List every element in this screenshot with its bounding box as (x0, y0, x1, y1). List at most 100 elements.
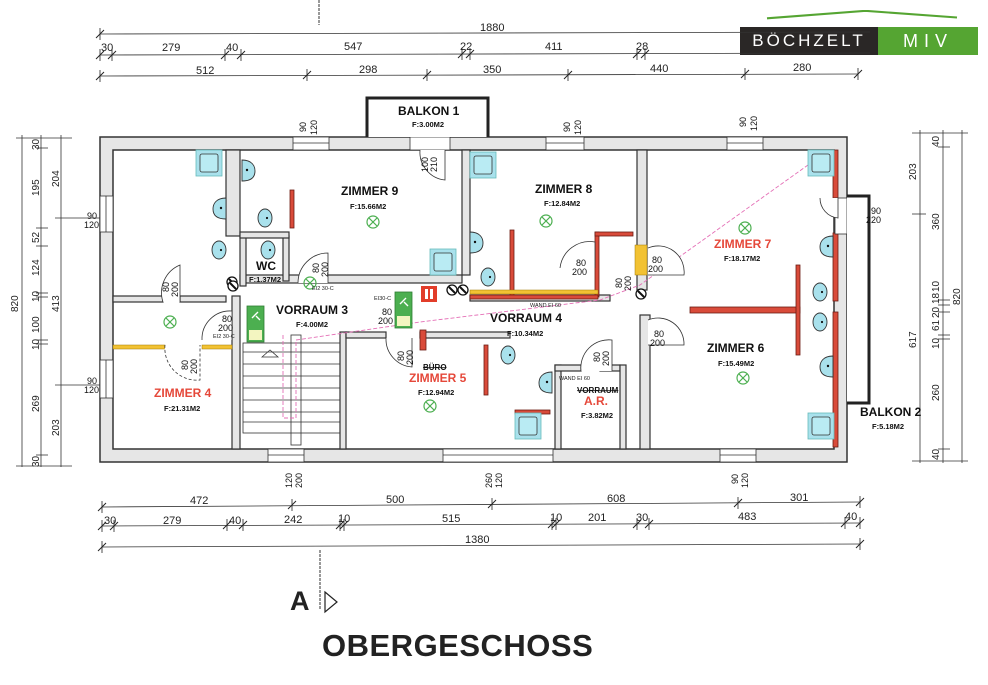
yellow-walls (112, 244, 648, 350)
toilet-icon (257, 208, 273, 228)
room-name: ZIMMER 6 (707, 341, 765, 355)
dim-right-b1: 203 (908, 163, 919, 180)
dim-top-11: 440 (650, 63, 668, 75)
toilet-icon (260, 240, 276, 260)
dim-bottom-11: 10 (550, 512, 562, 524)
dim-bottom-12: 201 (588, 512, 606, 524)
shower-icon (807, 149, 835, 177)
dim-right-b2: 617 (908, 331, 919, 348)
dim-right-a3: 10 (931, 280, 942, 292)
dim-left-a4: 124 (31, 259, 42, 276)
door-width: 80 (396, 351, 406, 361)
door-width: 80 (576, 258, 586, 268)
toilet-icon (812, 312, 828, 332)
door-height: 200 (320, 262, 330, 277)
room-zimmer-5: BÜRO ZIMMER 5 F:12.94M2 (409, 363, 467, 397)
interior-walls (112, 149, 651, 450)
dim-bottom-3: 608 (607, 493, 625, 505)
toilet-icon (211, 240, 227, 260)
ceiling-light-icon (738, 221, 752, 235)
dimensions-right: 203 617 40 360 10 18 20 61 10 260 40 820 (908, 130, 968, 463)
room-name: BALKON 1 (398, 104, 460, 118)
ceiling-light-icon (163, 315, 177, 329)
window-height: 120 (309, 120, 319, 135)
dim-top-8: 512 (196, 65, 214, 77)
fire-extinguisher-icon (421, 286, 437, 302)
dim-right-overall: 820 (952, 288, 963, 305)
dimensions-top: 1880 30 279 40 547 22 411 28 512 298 350… (95, 0, 871, 83)
ceiling-light-icon (539, 214, 553, 228)
shower-icon (514, 412, 542, 440)
dim-bottom-13: 30 (636, 512, 648, 524)
staircase (242, 334, 341, 446)
window-height: 120 (84, 385, 99, 395)
room-name: VORRAUM 4 (490, 311, 562, 325)
ceiling-light-icon (423, 399, 437, 413)
wall-rating: WAND EI 60 (530, 303, 561, 309)
emergency-exit-sign-icon (246, 291, 413, 343)
room-name: ZIMMER 4 (154, 386, 212, 400)
shower-icon (807, 412, 835, 440)
door-width: 80 (382, 307, 392, 317)
door-height: 200 (572, 267, 587, 277)
dim-bottom-14: 483 (738, 511, 756, 523)
window-width: 120 (284, 473, 294, 488)
dim-top-7: 28 (636, 41, 648, 53)
dim-right-a9: 40 (931, 448, 942, 460)
dim-top-4: 547 (344, 41, 362, 53)
window-height: 200 (294, 473, 304, 488)
dim-left-a6: 100 (31, 316, 42, 333)
room-zimmer-4: ZIMMER 4 F:21.31M2 (154, 386, 212, 413)
window-width: 90 (87, 376, 97, 386)
dim-bottom-4: 301 (790, 492, 808, 504)
window-width: 90 (298, 122, 308, 132)
dim-bottom-overall: 1380 (465, 534, 489, 546)
room-area: F:15.66M2 (350, 202, 386, 211)
room-zimmer-9: ZIMMER 9 F:15.66M2 (341, 184, 399, 211)
door-width: 80 (161, 282, 171, 292)
sink-icon (538, 371, 553, 394)
fire-door-rating: EI30-C (374, 296, 391, 302)
exterior-walls (99, 136, 848, 463)
window-width: 260 (484, 473, 494, 488)
wall-rating: WAND EI 60 (559, 376, 590, 382)
door-width: 80 (592, 352, 602, 362)
shower-icon (429, 248, 457, 276)
room-former-name: VORRAUM (577, 386, 619, 395)
sink-icon (241, 159, 256, 182)
door-width: 80 (652, 255, 662, 265)
room-name: BALKON 2 (860, 405, 922, 419)
room-wc: WC F:1.37M2 (249, 259, 281, 284)
door-height: 210 (429, 157, 439, 172)
shower-icon (469, 151, 497, 179)
dim-left-overall: 820 (10, 295, 21, 312)
sink-icon (212, 197, 227, 220)
window-width: 90 (562, 122, 572, 132)
dim-right-a1: 40 (931, 135, 942, 147)
room-vorraum-4: VORRAUM 4 F:10.34M2 (490, 311, 562, 338)
dim-left-b3: 203 (51, 419, 62, 436)
door-height: 200 (601, 351, 611, 366)
room-area: F:18.17M2 (724, 254, 760, 263)
ceiling-light-icon (736, 371, 750, 385)
new-walls (289, 149, 839, 448)
room-area: F:21.31M2 (164, 404, 200, 413)
balkon-2-outline (847, 194, 871, 405)
sink-icon (819, 235, 834, 258)
door-height: 220 (866, 215, 881, 225)
room-area: F:1.37M2 (249, 275, 281, 284)
dim-left-a7: 10 (31, 338, 42, 350)
window-width: 90 (738, 117, 748, 127)
doors (161, 149, 839, 381)
dim-bottom-8: 242 (284, 514, 302, 526)
plan-title: OBERGESCHOSS (322, 628, 594, 663)
windows (99, 136, 848, 463)
door-height: 200 (623, 276, 633, 291)
room-name: A.R. (584, 394, 608, 408)
dim-right-a8: 260 (931, 384, 942, 401)
dim-right-a6: 61 (931, 319, 942, 331)
dim-right-a7: 10 (931, 337, 942, 349)
room-name: ZIMMER 5 (409, 371, 467, 385)
room-name: ZIMMER 9 (341, 184, 399, 198)
